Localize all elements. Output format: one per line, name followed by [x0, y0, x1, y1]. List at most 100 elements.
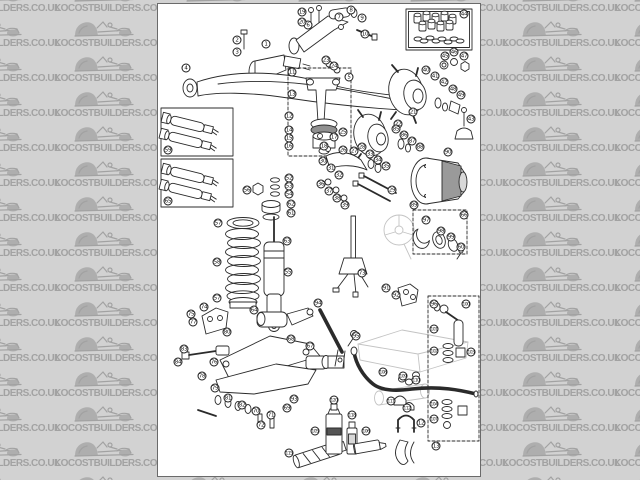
- watermark-tile: LOCOSTBUILDERS.CO.UK: [0, 227, 61, 262]
- part-callout: 44: [459, 9, 469, 19]
- locost-car-icon: [298, 0, 358, 2]
- watermark-tile: LOCOSTBUILDERS.CO.UK: [0, 52, 61, 87]
- part-callout: 72: [256, 420, 266, 430]
- watermark-tile: LOCOSTBUILDERS.CO.UK: [503, 262, 621, 297]
- part-callout: 31: [326, 163, 336, 173]
- watermark-tile: LOCOSTBUILDERS.CO.UK: [0, 87, 61, 122]
- part-callout: 29: [387, 185, 397, 195]
- part-callout: 66: [459, 210, 469, 220]
- watermark-tile: LOCOSTBUILDERS.CO.UK: [0, 332, 61, 367]
- part-callout: 88: [415, 142, 425, 152]
- part-callout: 94: [313, 298, 323, 308]
- ghost-steering-knuckle: [383, 214, 415, 260]
- watermark-text: LOCOSTBUILDERS.CO.UK: [0, 353, 61, 364]
- bar-mount-bracket: [397, 283, 419, 307]
- watermark-tile: LOCOSTBUILDERS.CO.UK: [0, 472, 55, 480]
- swivel-pin-boot: [454, 107, 474, 140]
- locost-car-icon: [74, 21, 134, 37]
- part-callout: 99: [446, 232, 456, 242]
- watermark-tile: LOCOSTBUILDERS.CO.UK: [55, 262, 173, 297]
- watermark-text: LOCOSTBUILDERS.CO.UK: [503, 248, 621, 259]
- locost-car-icon: [634, 234, 640, 247]
- locost-car-icon: [74, 301, 134, 317]
- part-callout: 87: [407, 136, 417, 146]
- sealant-tube: [353, 439, 387, 455]
- part-callout: 1: [261, 39, 271, 49]
- locost-car-icon: [0, 268, 22, 282]
- watermark-text: LOCOSTBUILDERS.CO.UK: [503, 318, 621, 329]
- anti-roll-bar: [350, 346, 479, 398]
- exploded-suspension-diagram: [158, 5, 480, 469]
- watermark-tile: LOCOSTBUILDERS.CO.UK: [0, 297, 61, 332]
- watermark-text: LOCOSTBUILDERS.CO.UK: [615, 213, 640, 224]
- watermark-tile: LOCOSTBUILDERS.CO.UK: [55, 122, 173, 157]
- watermark-text: LOCOSTBUILDERS.CO.UK: [615, 108, 640, 119]
- part-callout: 45: [440, 51, 450, 61]
- part-callout: 27: [349, 146, 359, 156]
- part-callout: 46: [449, 47, 459, 57]
- part-callout: 58: [212, 257, 222, 267]
- spring-bracket: [201, 307, 229, 335]
- watermark-text: LOCOSTBUILDERS.CO.UK: [615, 353, 640, 364]
- part-callout: 67: [305, 341, 315, 351]
- watermark-tile: LOCOSTBUILDERS.CO.UK: [0, 17, 61, 52]
- locost-car-icon: [522, 231, 582, 247]
- part-callout: 32: [334, 170, 344, 180]
- part-callout: 100: [461, 299, 471, 309]
- locost-car-icon: [522, 266, 582, 282]
- watermark-tile: LOCOSTBUILDERS.CO.UK: [615, 52, 640, 87]
- watermark-tile: LOCOSTBUILDERS.CO.UK: [55, 87, 173, 122]
- part-callout: 105: [310, 426, 320, 436]
- watermark-text: LOCOSTBUILDERS.CO.UK: [615, 143, 640, 154]
- watermark-text: LOCOSTBUILDERS.CO.UK: [0, 248, 61, 259]
- lever-arm-damper: [256, 307, 314, 328]
- part-callout: 10: [360, 29, 370, 39]
- locost-car-icon: [634, 129, 640, 142]
- part-callout: 55: [283, 267, 293, 277]
- part-callout: 90: [443, 147, 453, 157]
- watermark-text: LOCOSTBUILDERS.CO.UK: [55, 458, 173, 469]
- wishbone-fixings: [197, 395, 275, 429]
- locost-car-icon: [634, 269, 640, 282]
- part-callout: 8: [346, 5, 356, 15]
- locost-car-icon: [74, 196, 134, 212]
- part-callout: 40: [421, 65, 431, 75]
- part-callout: 101: [429, 324, 439, 334]
- watermark-tile: LOCOSTBUILDERS.CO.UK: [615, 367, 640, 402]
- part-callout: 62: [286, 199, 296, 209]
- part-callout: 20: [297, 17, 307, 27]
- watermark-tile: LOCOSTBUILDERS.CO.UK: [615, 192, 640, 227]
- part-callout: 109: [398, 371, 408, 381]
- part-callout: 103: [466, 347, 476, 357]
- watermark-text: LOCOSTBUILDERS.CO.UK: [615, 388, 640, 399]
- part-callout: 28: [357, 142, 367, 152]
- part-callout: 102: [429, 346, 439, 356]
- watermark-tile: LOCOSTBUILDERS.CO.UK: [615, 262, 640, 297]
- locost-car-icon: [74, 406, 134, 422]
- watermark-text: LOCOSTBUILDERS.CO.UK: [55, 283, 173, 294]
- part-callout: 12: [284, 111, 294, 121]
- part-callout: 24: [329, 61, 339, 71]
- watermark-tile: LOCOSTBUILDERS.CO.UK: [503, 472, 615, 480]
- shackle: [395, 439, 415, 466]
- locost-car-icon: [74, 91, 134, 107]
- part-callout: 33: [365, 149, 375, 159]
- part-callout: 59: [163, 145, 173, 155]
- locost-car-icon: [0, 338, 22, 352]
- watermark-text: LOCOSTBUILDERS.CO.UK: [0, 318, 61, 329]
- part-callout: 76: [209, 357, 219, 367]
- watermark-tile: LOCOSTBUILDERS.CO.UK: [615, 17, 640, 52]
- part-callout: 18: [319, 141, 329, 151]
- part-callout: 19: [297, 7, 307, 17]
- locost-car-icon: [522, 301, 582, 317]
- watermark-tile: LOCOSTBUILDERS.CO.UK: [615, 472, 640, 480]
- locost-car-icon: [74, 336, 134, 352]
- brake-drum: [410, 157, 468, 205]
- watermark-text: LOCOSTBUILDERS.CO.UK: [0, 283, 61, 294]
- locost-car-icon: [522, 371, 582, 387]
- watermark-tile: LOCOSTBUILDERS.CO.UK: [0, 262, 61, 297]
- part-callout: 17: [329, 132, 339, 142]
- watermark-text: LOCOSTBUILDERS.CO.UK: [0, 178, 61, 189]
- watermark-tile: LOCOSTBUILDERS.CO.UK: [615, 437, 640, 472]
- locost-car-icon: [0, 23, 22, 37]
